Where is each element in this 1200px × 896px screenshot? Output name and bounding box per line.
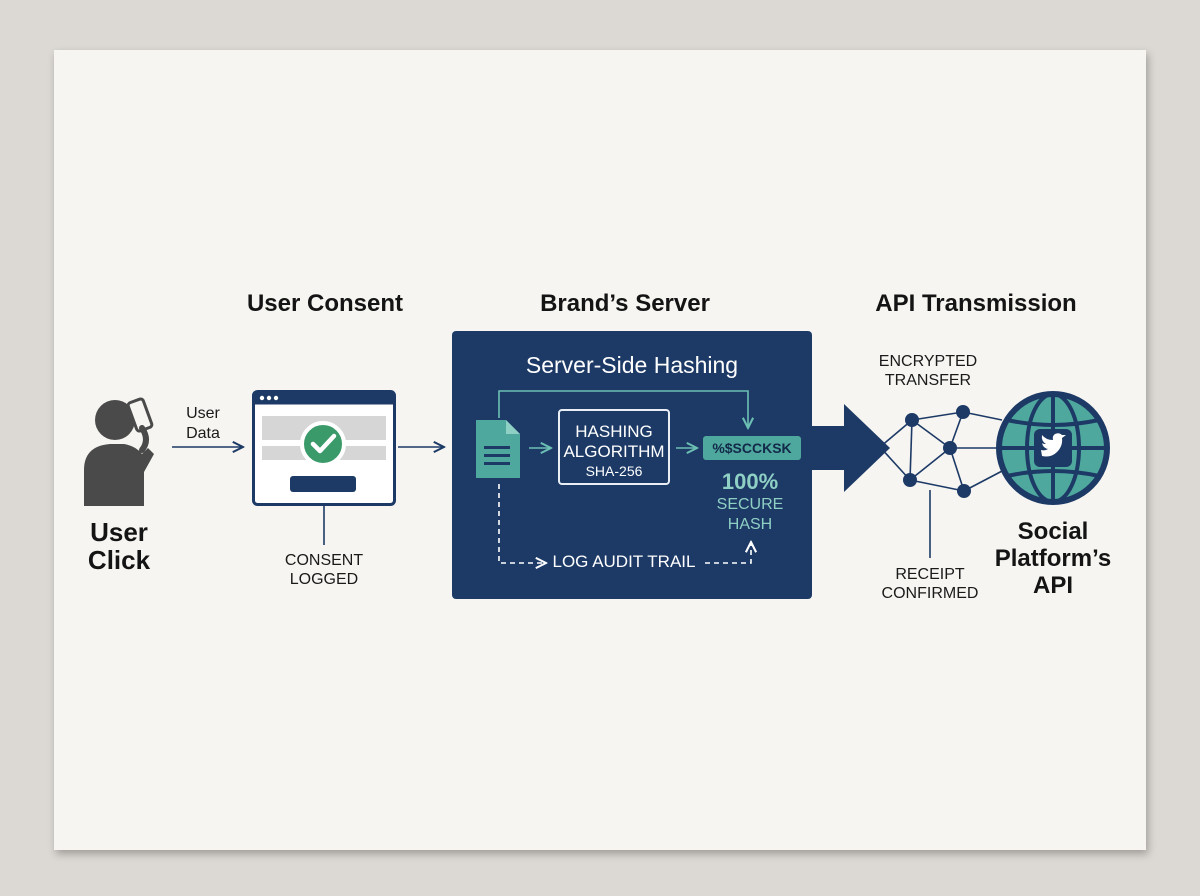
algorithm-name: SHA-256 (585, 463, 643, 479)
consent-logged-line1: CONSENT (284, 552, 364, 569)
user-click-label: User Click (88, 518, 150, 574)
bypass-arrow (498, 390, 748, 428)
social-platform-line2: Platform’s (994, 545, 1112, 572)
hash-value-badge: %$SCCKSK (703, 436, 801, 460)
hashing-algorithm-label: HASHING ALGORITHM SHA-256 (563, 422, 664, 480)
user-data-label-line1: User (186, 405, 220, 422)
globe-icon (996, 391, 1110, 505)
log-audit-trail-label: LOG AUDIT TRAIL (552, 552, 696, 571)
encrypted-transfer-line2: TRANSFER (884, 372, 972, 389)
server-side-hashing-title: Server-Side Hashing (525, 352, 739, 378)
encrypted-transfer-line1: ENCRYPTED (878, 353, 978, 370)
hashing-algorithm-box (558, 409, 670, 485)
heading-user-consent: User Consent (246, 290, 404, 317)
heading-api-transmission: API Transmission (875, 290, 1077, 317)
checkmark-icon (300, 421, 346, 467)
secure-hash-percent: 100% (721, 469, 779, 494)
encrypted-transfer-label: ENCRYPTED TRANSFER (879, 352, 977, 390)
hashing-algorithm-line2: ALGORITHM (563, 442, 665, 461)
hashing-algorithm-line1: HASHING (575, 422, 653, 441)
secure-hash-line2: SECURE (716, 496, 784, 513)
user-data-label-line2: Data (186, 425, 220, 442)
transmission-arrow (808, 404, 890, 492)
user-data-label: User Data (186, 404, 220, 444)
audit-trail-arrow-right (705, 542, 751, 564)
person-phone-icon (84, 397, 154, 506)
heading-brands-server: Brand’s Server (540, 290, 710, 317)
social-platform-line3: API (1032, 572, 1074, 599)
consent-logged-label: CONSENT LOGGED (285, 551, 363, 589)
social-platform-api-label: Social Platform’s API (995, 518, 1111, 599)
document-icon (476, 420, 520, 478)
social-platform-line1: Social (1017, 518, 1089, 545)
bird-logo-icon (1041, 433, 1066, 457)
consent-logged-line2: LOGGED (289, 571, 359, 588)
browser-window-icon (252, 390, 396, 506)
user-click-label-line1: User (90, 517, 148, 547)
secure-hash-label: 100% SECURE HASH (717, 469, 784, 535)
receipt-confirmed-line1: RECEIPT (895, 566, 965, 583)
audit-trail-arrow-left (498, 484, 546, 563)
receipt-confirmed-label: RECEIPT CONFIRMED (882, 565, 979, 603)
user-click-label-line2: Click (87, 545, 151, 575)
secure-hash-line3: HASH (727, 516, 773, 533)
receipt-confirmed-line2: CONFIRMED (881, 585, 979, 602)
